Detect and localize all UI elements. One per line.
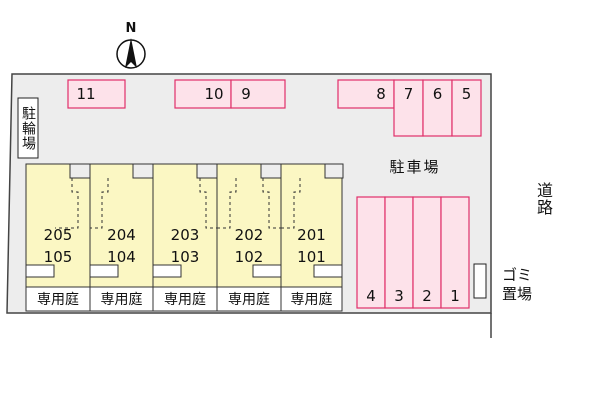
unit-upper-number: 203 [170,226,200,244]
unit-lower-number: 103 [170,248,200,266]
garbage-label-line2: 置場 [501,284,532,303]
unit-label: 205 105 [26,224,90,268]
parking-space [356,196,386,309]
private-garden-strip [25,286,343,312]
parking-space [412,196,442,309]
unit-lower-number: 105 [43,248,73,266]
balconies [25,264,343,278]
parking-space-label: 8 [376,85,386,103]
private-garden-label: 専用庭 [290,292,333,308]
stairs-dashed-lines [55,178,301,229]
unit-upper-number: 202 [234,226,264,244]
unit-lower-number: 101 [297,248,326,266]
garbage-area-box [473,263,487,299]
bicycle-parking-area [17,97,39,159]
garden-dividers [89,287,282,311]
building-entrance-notches [69,163,344,179]
unit-upper-number: 201 [297,226,326,244]
parking-space [393,79,424,137]
compass-label: N [125,20,137,36]
unit-label: 202 102 [217,224,281,268]
parking-space [451,79,482,137]
road-label: 道路 [534,182,553,216]
unit-label: 201 101 [281,224,342,268]
private-garden-label: 専用庭 [37,292,79,308]
parking-space-label: 2 [422,287,432,305]
unit-upper-number: 204 [107,226,136,244]
unit-upper-number: 205 [43,226,73,244]
parking-space-label: 3 [394,287,404,305]
parking-space-label: 1 [450,287,460,305]
parking-space-label: 11 [76,85,96,103]
parking-space-label: 4 [366,287,376,305]
parking-row-top [67,79,482,137]
unit-label: 203 103 [153,224,217,268]
private-garden-label: 専用庭 [100,292,143,308]
parking-space-label: 7 [403,85,414,103]
bicycle-parking-label: 駐輪場 [20,105,36,151]
parking-space [230,79,286,109]
parking-space-label: 10 [204,85,224,103]
private-garden-label: 専用庭 [164,292,206,308]
parking-space [337,79,395,109]
garbage-label-line1: ゴミ [501,265,532,284]
unit-lower-number: 104 [107,248,136,266]
compass-icon [116,38,146,69]
parking-space-label: 6 [432,85,443,103]
parking-space-label: 5 [461,85,472,103]
parking-space [422,79,453,137]
parking-lot-label: 駐車場 [389,157,441,176]
parking-space [440,196,470,309]
parking-space [67,79,126,109]
private-garden-label: 専用庭 [228,292,270,308]
parking-space-label: 9 [241,85,251,103]
parking-row-right [356,196,470,309]
unit-label: 204 104 [90,224,153,268]
parking-space [174,79,232,109]
unit-lower-number: 102 [234,248,264,266]
